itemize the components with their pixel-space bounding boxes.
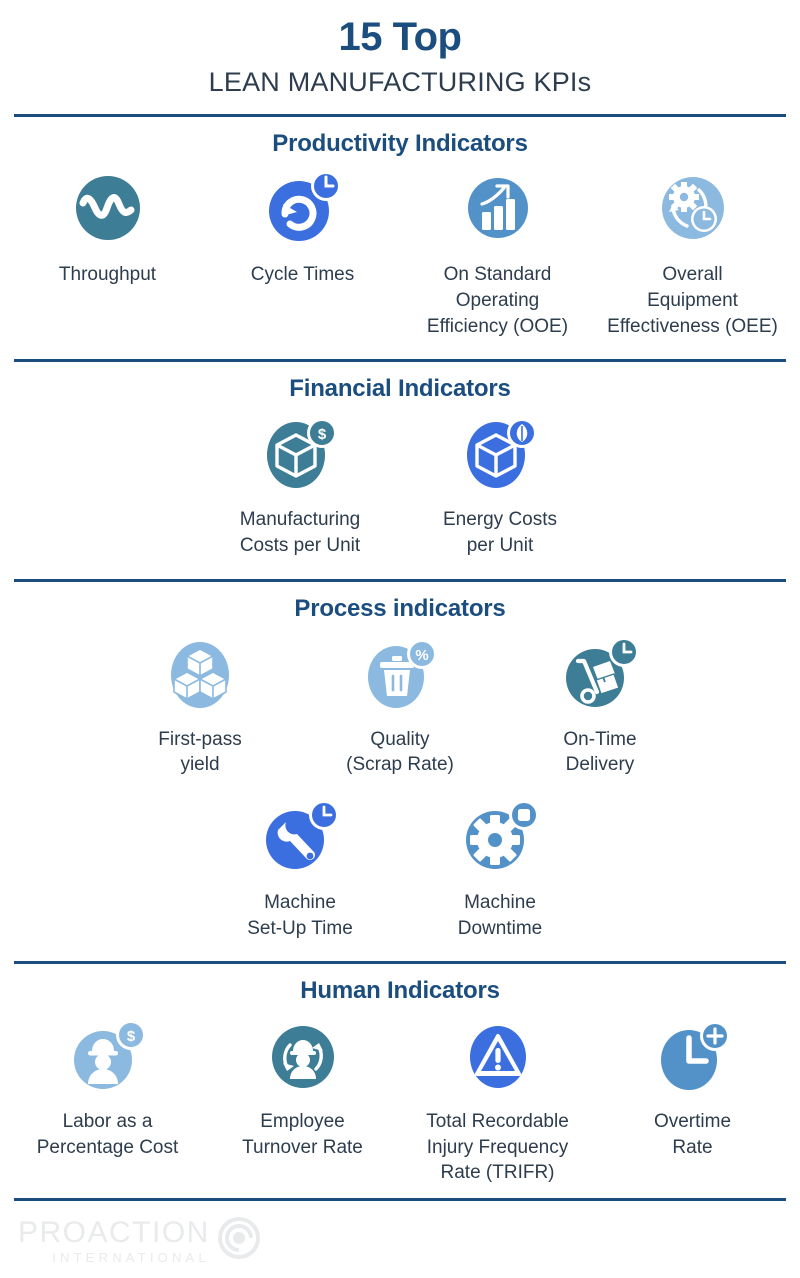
kpi-item[interactable]: Overall Equipment Effectiveness (OEE) xyxy=(595,168,790,339)
kpi-label: Labor as a Percentage Cost xyxy=(36,1111,179,1158)
kpi-row: Machine Set-Up Time Machine Down xyxy=(10,796,790,941)
kpi-item[interactable]: On-Time Delivery xyxy=(500,633,700,778)
spiral-mark-icon xyxy=(217,1217,260,1264)
footer-divider xyxy=(14,1198,786,1201)
section-title: Human Indicators xyxy=(300,977,500,1005)
kpi-label: Employee Turnover Rate xyxy=(242,1111,363,1158)
kpi-label: Cycle Times xyxy=(250,264,355,286)
logo-primary-text: PROACTION xyxy=(18,1215,210,1249)
kpi-label: Manufacturing Costs per Unit xyxy=(239,509,361,556)
kpi-item[interactable]: First-pass yield xyxy=(100,633,300,778)
cycle-time-arrow-clock-icon xyxy=(257,168,349,252)
section-process-indicators: Process indicators First-pass yield xyxy=(0,595,800,952)
kpi-label: Overtime Rate xyxy=(653,1111,732,1158)
kpi-label: On-Time Delivery xyxy=(563,728,637,776)
kpi-label: Throughput xyxy=(58,264,157,286)
kpi-label: Overall Equipment Effectiveness (OEE) xyxy=(607,264,778,337)
kpi-item[interactable]: $ Manufacturing Costs per Unit xyxy=(200,413,400,558)
proaction-logo: PROACTION INTERNATIONAL xyxy=(14,1201,786,1278)
kpi-label: Quality (Scrap Rate) xyxy=(346,728,454,776)
page-header: 15 Top LEAN MANUFACTURING KPIs xyxy=(0,0,800,104)
kpi-label: Total Recordable Injury Frequency Rate (… xyxy=(426,1111,569,1184)
section-divider xyxy=(14,114,786,118)
worker-dollar-icon: $ xyxy=(62,1015,154,1099)
kpi-label: Machine Downtime xyxy=(457,891,543,939)
trash-percent-icon: % xyxy=(354,633,446,717)
worker-cycle-icon xyxy=(257,1015,349,1099)
gear-stop-icon xyxy=(454,796,546,880)
section-financial-indicators: Financial Indicators $ Manufacturing Cos… xyxy=(0,375,800,568)
section-title: Financial Indicators xyxy=(289,375,511,403)
kpi-item[interactable]: Cycle Times xyxy=(205,168,400,288)
kpi-item[interactable]: Throughput xyxy=(10,168,205,288)
kpi-item[interactable]: Employee Turnover Rate xyxy=(205,1015,400,1160)
page-title: 15 Top xyxy=(338,15,462,59)
box-dollar-icon: $ xyxy=(254,413,346,497)
svg-text:$: $ xyxy=(126,1028,135,1045)
section-title: Productivity Indicators xyxy=(272,130,528,158)
kpi-item[interactable]: $ Labor as a Percentage Cost xyxy=(10,1015,205,1160)
box-leaf-icon xyxy=(454,413,546,497)
sections-container: Productivity Indicators Throughput Cycle… xyxy=(0,104,800,1196)
section-divider xyxy=(14,359,786,363)
stacked-cubes-icon xyxy=(154,633,246,717)
kpi-label: Energy Costs per Unit xyxy=(442,509,558,556)
kpi-row: $ Labor as a Percentage Cost Employee Tu… xyxy=(10,1015,790,1186)
kpi-row: $ Manufacturing Costs per Unit Energy Co… xyxy=(10,413,790,558)
clock-plus-icon xyxy=(647,1015,739,1099)
section-title: Process indicators xyxy=(294,594,506,622)
bar-chart-growth-icon xyxy=(452,168,544,252)
logo-secondary-text: INTERNATIONAL xyxy=(52,1249,210,1265)
section-divider xyxy=(14,961,786,965)
kpi-label: First-pass yield xyxy=(158,728,242,776)
kpi-item[interactable]: Machine Downtime xyxy=(400,796,600,941)
kpi-row: First-pass yield % Quality (Scrap Rate) xyxy=(10,633,790,778)
svg-text:%: % xyxy=(415,647,428,664)
warning-triangle-icon xyxy=(452,1015,544,1099)
page-footer: PROACTION INTERNATIONAL xyxy=(0,1198,800,1278)
kpi-label: Machine Set-Up Time xyxy=(247,891,353,939)
section-divider xyxy=(14,578,786,582)
kpi-item[interactable]: Energy Costs per Unit xyxy=(400,413,600,558)
kpi-item[interactable]: % Quality (Scrap Rate) xyxy=(300,633,500,778)
kpi-label: On Standard Operating Efficiency (OOE) xyxy=(426,264,569,337)
throughput-wave-icon xyxy=(62,168,154,252)
kpi-row: Throughput Cycle Times On Standard Opera… xyxy=(10,168,790,339)
gear-cycle-clock-icon xyxy=(647,168,739,252)
wrench-clock-icon xyxy=(254,796,346,880)
page-subtitle: LEAN MANUFACTURING KPIs xyxy=(208,67,592,97)
kpi-item[interactable]: Total Recordable Injury Frequency Rate (… xyxy=(400,1015,595,1186)
kpi-item[interactable]: Machine Set-Up Time xyxy=(200,796,400,941)
dolly-clock-icon xyxy=(554,633,646,717)
section-human-indicators: Human Indicators $ Labor as a Percentage… xyxy=(0,977,800,1196)
kpi-item[interactable]: Overtime Rate xyxy=(595,1015,790,1160)
svg-text:$: $ xyxy=(318,426,327,443)
section-productivity-indicators: Productivity Indicators Throughput Cycle… xyxy=(0,130,800,349)
kpi-item[interactable]: On Standard Operating Efficiency (OOE) xyxy=(400,168,595,339)
